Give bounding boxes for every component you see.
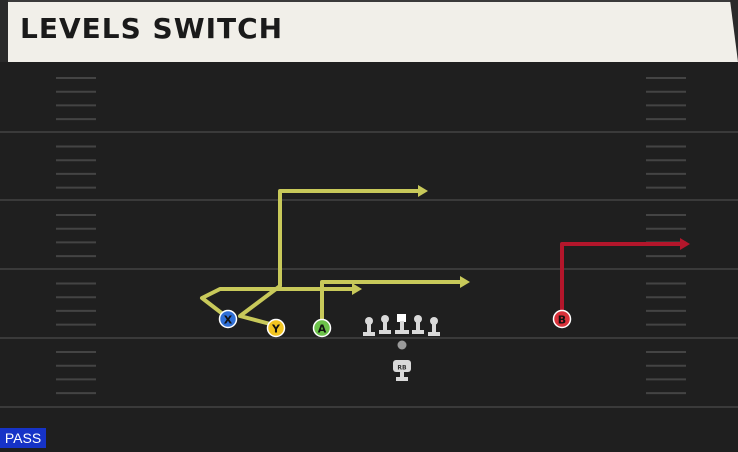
lineman-icon: [379, 315, 391, 334]
rb-label: RB: [397, 365, 407, 372]
player-x-label: X: [224, 314, 233, 327]
running-back: RB: [393, 360, 411, 381]
lineman-icon: [428, 317, 440, 336]
lineman-icon: [412, 315, 424, 334]
lineman-icon: [363, 317, 375, 336]
route-a: [320, 280, 464, 327]
quarterback-marker: [397, 340, 407, 350]
player-y-label: Y: [271, 323, 281, 336]
routes-yellow: [200, 189, 464, 327]
player-x: X: [218, 309, 238, 329]
route-y: [238, 189, 422, 327]
play-type-badge: PASS: [0, 428, 46, 448]
play-title: LEVELS SWITCH: [20, 12, 284, 45]
hash-marks-right: [646, 77, 686, 395]
yard-lines: [0, 131, 738, 408]
player-b: B: [552, 309, 572, 329]
arrowhead: [418, 185, 428, 197]
offensive-line: [363, 314, 440, 336]
hash-marks-left: [56, 77, 96, 395]
player-a-label: A: [318, 323, 327, 336]
arrowhead: [680, 238, 690, 250]
player-y: Y: [266, 318, 286, 338]
player-b-label: B: [558, 314, 566, 327]
player-a: A: [312, 318, 332, 338]
arrowhead: [460, 276, 470, 288]
arrowhead: [352, 283, 362, 295]
route-x: [200, 287, 356, 320]
center-icon: [395, 314, 409, 334]
route-arrowheads-yellow: [352, 185, 470, 295]
route-b: [560, 242, 682, 318]
title-bar: LEVELS SWITCH: [0, 0, 738, 62]
